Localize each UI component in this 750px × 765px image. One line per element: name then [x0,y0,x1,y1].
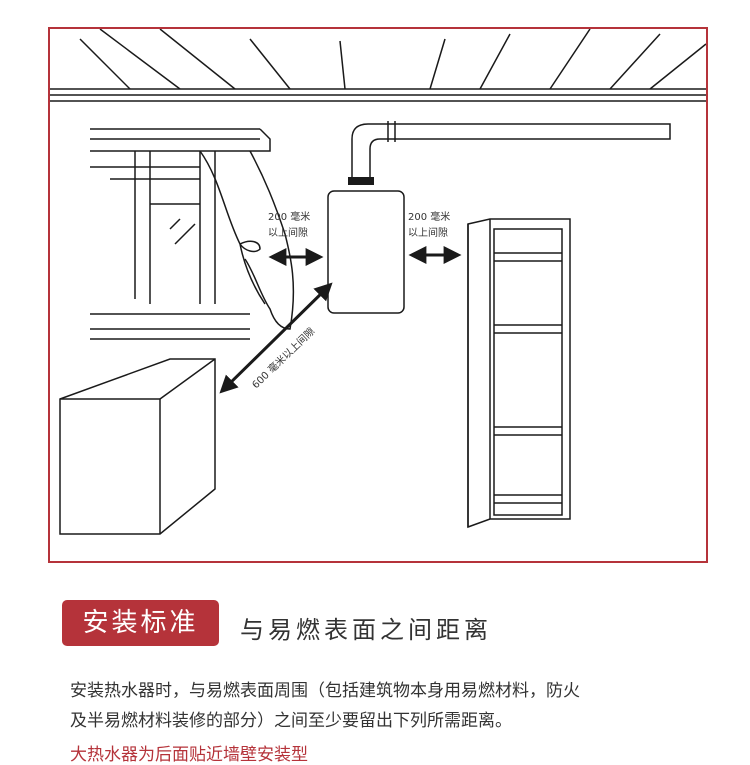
window [90,128,295,340]
diagonal-gap-label: 600 毫米以上间隙 [249,325,317,391]
body-paragraph-line2: 及半易燃材料装修的部分）之间至少要留出下列所需距离。 [70,711,512,731]
left-cabinet [59,358,216,535]
ceiling [50,29,706,102]
tall-shelf [467,218,571,529]
water-heater [327,177,405,314]
heading-badge: 安装标准 [62,600,219,646]
installation-clearance-diagram: 200 毫米 以上间隙 200 毫米 以上间隙 600 毫米以上间隙 [50,29,706,535]
body-paragraph: 安装热水器时，与易燃表面周围（包括建筑物本身用易燃材料，防火 及半易燃材料装修的… [70,676,690,736]
cutoff-line: 大热水器为后面贴近墙壁安装型 [70,745,308,765]
left-gap-label-line2: 以上间隙 [268,226,308,239]
right-gap-label-line2: 以上间隙 [408,226,448,239]
right-gap-label-line1: 200 毫米 [408,210,450,223]
body-paragraph-line1: 安装热水器时，与易燃表面周围（包括建筑物本身用易燃材料，防火 [70,681,580,701]
left-gap-label-line1: 200 毫米 [268,210,310,223]
diagram-frame: 200 毫米 以上间隙 200 毫米 以上间隙 600 毫米以上间隙 [48,27,708,563]
flue-pipe [351,121,671,177]
heading-subtitle: 与易燃表面之间距离 [240,616,492,644]
diagonal-clearance-arrow [219,282,333,394]
